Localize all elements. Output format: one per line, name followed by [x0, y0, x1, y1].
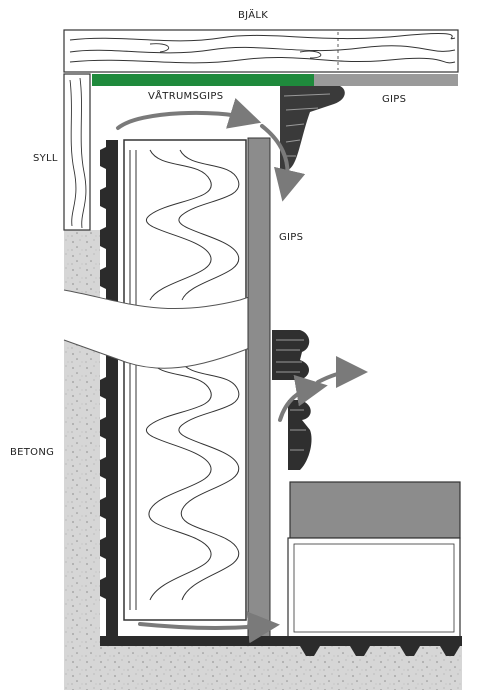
- lower-moulding: [288, 400, 312, 470]
- gips-strip: [314, 74, 458, 86]
- mid-moulding: [272, 330, 310, 380]
- label-vatrumsgips: VÅTRUMSGIPS: [148, 91, 224, 102]
- airflow-arrows: [116, 98, 368, 644]
- sill-syll: [63, 73, 91, 231]
- section-break: [64, 290, 270, 369]
- label-gips-top: GIPS: [382, 94, 407, 105]
- upper-moulding: [280, 86, 345, 170]
- membrane-profile-left: [106, 140, 118, 640]
- label-betong: BETONG: [10, 447, 55, 458]
- beam-bjalk: [63, 29, 459, 73]
- inner-gips-board: [247, 137, 271, 639]
- insulation-frame: [123, 139, 247, 621]
- membrane-teeth: [100, 146, 108, 600]
- label-bjalk: BJÄLK: [238, 10, 269, 21]
- floor-plinth-board: [289, 481, 461, 539]
- insulation-batt: [129, 149, 240, 610]
- vatrumsgips-strip: [92, 74, 314, 86]
- label-gips-mid: GIPS: [279, 232, 304, 243]
- floor-membrane: [100, 636, 462, 646]
- label-syll: SYLL: [33, 153, 58, 164]
- floor-teeth: [300, 646, 460, 656]
- floor-cabinet-inner: [293, 543, 455, 633]
